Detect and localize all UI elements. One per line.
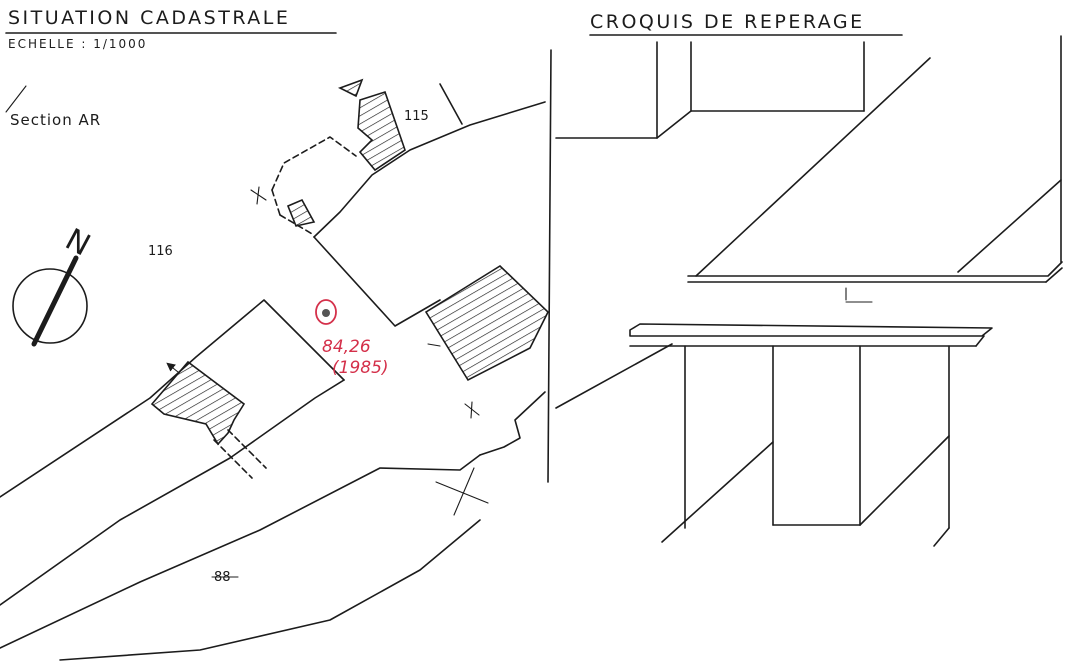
north-arrow-icon: N [12, 222, 96, 347]
panel-divider [547, 49, 552, 483]
benchmark-year: (1985) [332, 358, 389, 378]
parcel-number-115: 115 [404, 109, 429, 124]
croquis-de-reperage-panel: CROQUIS DE REPERAGE [555, 11, 1063, 547]
scale-label: ECHELLE : 1/1000 [8, 37, 147, 51]
situation-cadastrale-panel: SITUATION CADASTRALE ECHELLE : 1/1000 Se… [0, 7, 549, 661]
parcel-number-116: 116 [148, 244, 173, 259]
section-label: Section AR [10, 111, 101, 129]
benchmark-altitude: 84,26 [322, 337, 371, 357]
croquis-title: CROQUIS DE REPERAGE [590, 11, 865, 33]
section-pointer-line [5, 85, 27, 113]
situation-title: SITUATION CADASTRALE [8, 7, 290, 29]
benchmark-annotation: 84,26 (1985) [315, 299, 389, 378]
north-label: N [60, 222, 96, 263]
sketch-drawing [555, 35, 1063, 547]
hatched-buildings [150, 78, 549, 446]
